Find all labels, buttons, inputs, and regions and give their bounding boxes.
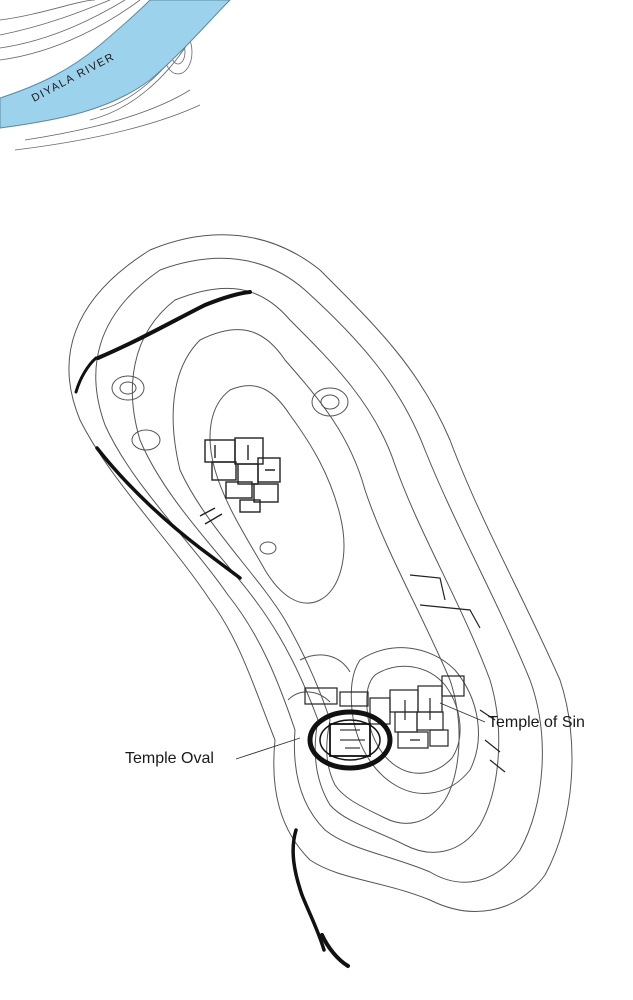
river-area: DIYALA RIVER [0,0,231,151]
temple-oval-label: Temple Oval [125,750,214,767]
temple-oval-leader [235,737,301,760]
temple-sin-complex [304,574,506,773]
temple-of-sin-label: Temple of Sin [488,714,585,731]
north-building-cluster [199,437,281,525]
label-leaders [235,702,486,760]
fortification-walls [74,290,350,968]
river-water [0,0,231,129]
temple-oval-structure [307,709,393,771]
temple-sin-leader [439,702,486,723]
